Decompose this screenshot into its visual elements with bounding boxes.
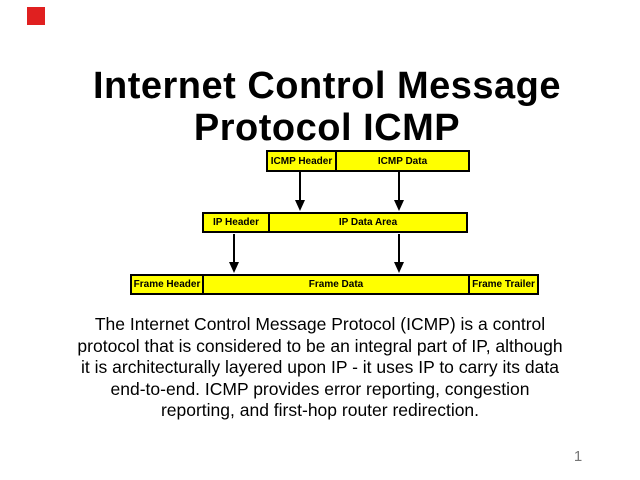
body-line: protocol that is considered to be an int… [77,335,563,356]
ip-data-area-cell: IP Data Area [268,214,466,231]
title-line-2: Protocol ICMP [193,107,461,150]
down-arrow-icmp-to-ip-right [394,172,404,211]
body-paragraph: The Internet Control Message Protocol (I… [0,314,640,422]
body-line: reporting, and first-hop router redirect… [160,400,480,421]
down-arrow-ip-to-frame-left [229,234,239,273]
frame-box: Frame Header Frame Data Frame Trailer [130,274,539,295]
arrow-line [398,234,400,262]
ip-packet-box: IP Header IP Data Area [202,212,468,233]
red-marker [27,7,45,25]
arrow-head-icon [394,200,404,211]
arrow-head-icon [295,200,305,211]
arrow-line [299,172,301,200]
arrow-head-icon [229,262,239,273]
frame-trailer-cell: Frame Trailer [468,276,537,293]
title-line-1: Internet Control Message [92,65,562,108]
icmp-packet-box: ICMP Header ICMP Data [266,150,470,172]
body-line: The Internet Control Message Protocol (I… [94,314,546,334]
slide-title: Internet Control Message Protocol ICMP [7,65,640,149]
page-number: 1 [573,448,583,465]
down-arrow-ip-to-frame-right [394,234,404,273]
body-line: it is architecturally layered upon IP - … [81,357,559,378]
arrow-head-icon [394,262,404,273]
body-line: end-to-end. ICMP provides error reportin… [110,378,530,399]
down-arrow-icmp-to-ip-left [295,172,305,211]
arrow-line [398,172,400,200]
ip-header-cell: IP Header [213,217,259,228]
arrow-line [233,234,235,262]
icmp-header-cell: ICMP Header [270,155,333,167]
frame-data-cell: Frame Data [202,276,468,293]
icmp-data-cell: ICMP Data [335,152,468,170]
frame-header-cell: Frame Header [133,279,201,290]
